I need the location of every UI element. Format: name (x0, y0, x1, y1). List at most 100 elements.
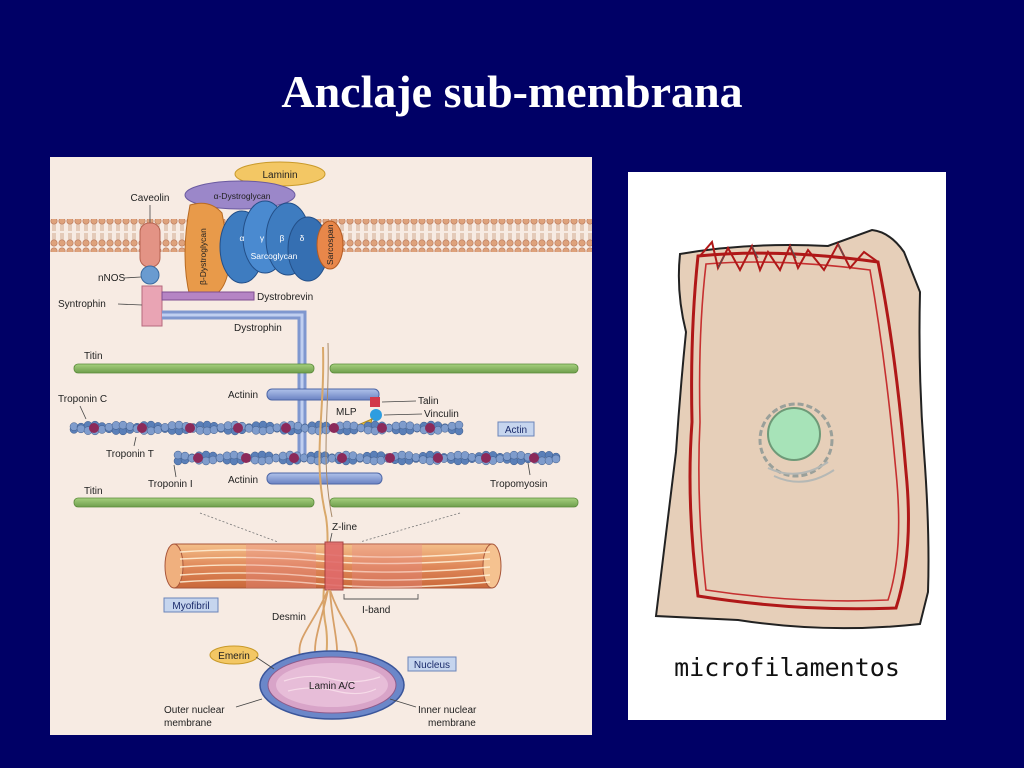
laminin-label: Laminin (262, 170, 297, 181)
syntrophin-shape (141, 285, 163, 327)
emerin-shape (209, 645, 259, 665)
troponin-complex (89, 423, 99, 433)
inner-nuclear-label-1: Inner nuclear (418, 705, 477, 716)
troponin-c-leader (79, 405, 87, 420)
actin-monomer (146, 426, 156, 436)
troponin-complex (193, 453, 203, 463)
titin-top-right (329, 363, 579, 374)
troponin-complex (425, 423, 435, 433)
actin-monomer (118, 420, 128, 430)
sarcospan-label: Sarcospan (325, 224, 335, 265)
tropomyosin-leader (527, 462, 531, 476)
actin-monomer (314, 426, 324, 436)
actin-monomer (502, 452, 512, 461)
sarcoglycan-beta-label: β (280, 233, 285, 243)
outer-nuclear-leader (235, 698, 263, 708)
slide-title: Anclaje sub-membrana (281, 66, 743, 117)
actin-monomer (299, 453, 309, 463)
actin-monomer (202, 426, 212, 436)
actin-monomer (257, 456, 267, 466)
microfilament-cell-figure: microfilamentos (628, 172, 946, 720)
actin-monomer (356, 423, 366, 433)
titin-top-label: Titin (84, 351, 103, 362)
actin-monomer (271, 453, 281, 463)
troponin-t-leader (133, 436, 137, 447)
myofibril-label-box (163, 597, 219, 613)
actin-monomer (229, 450, 239, 460)
myofibril-label: Myofibril (172, 601, 209, 612)
actin-monomer (174, 420, 184, 430)
inner-nuclear-label-2: membrane (428, 718, 476, 729)
actin-monomer (342, 420, 352, 430)
actin-monomer (222, 451, 232, 461)
troponin-i-label: Troponin I (148, 479, 193, 490)
actin-monomer (551, 454, 561, 464)
dystrobrevin-label: Dystrobrevin (257, 292, 313, 303)
alpha-dystroglycan-label: α-Dystroglycan (214, 191, 271, 201)
sarcospan-shape (316, 220, 344, 270)
sarcoglycan-complex (219, 200, 329, 284)
actin-monomer (349, 421, 359, 431)
microfilament-cell-svg: microfilamentos (654, 228, 930, 682)
nnos-label: nNOS (98, 273, 126, 284)
microfilament-cortex-inner (698, 261, 900, 602)
actin-monomer (454, 420, 464, 430)
dystrobrevin-shape (161, 291, 255, 301)
sarcoglycan-alpha-label: α (240, 233, 245, 243)
nucleus (767, 407, 821, 461)
dystrophin-rod-highlight (162, 313, 304, 457)
actin-monomer (363, 425, 373, 435)
tropomyosin-label: Tropomyosin (490, 479, 547, 490)
beta-dystroglycan-label: β-Dystroglycan (198, 228, 208, 285)
actin-monomer (544, 456, 554, 465)
actinin-bottom (266, 472, 383, 485)
myofibril (164, 541, 502, 591)
i-band-label: I-band (362, 605, 390, 616)
actin-monomer (447, 421, 457, 431)
lamina-fibers (283, 675, 381, 695)
actin-monomer (307, 425, 317, 435)
actin-monomer (278, 451, 288, 461)
talin-leader (381, 400, 417, 403)
actinin-top-label: Actinin (228, 390, 258, 401)
troponin-complex (289, 453, 299, 463)
actinin-bottom-label: Actinin (228, 475, 258, 486)
z-line-leader (329, 532, 333, 543)
sarcoglycan-label: Sarcoglycan (251, 251, 298, 261)
nnos-shape (140, 265, 160, 285)
talin-shape (370, 397, 380, 407)
projection-line-right (359, 512, 461, 543)
troponin-complex (385, 453, 395, 463)
troponin-complex (329, 423, 339, 433)
vinculin-label: Vinculin (424, 409, 459, 420)
actin-monomer (516, 451, 526, 460)
troponin-complex (433, 453, 443, 463)
troponin-complex (529, 453, 539, 463)
actin-monomer (208, 455, 218, 465)
actin-monomer (418, 455, 428, 464)
beta-dystroglycan-shape (184, 202, 231, 298)
syntrophin-leader (117, 303, 143, 306)
z-line-label: Z-line (332, 522, 357, 533)
troponin-complex (185, 423, 195, 433)
vinculin-shape (370, 409, 382, 421)
actin-monomer (306, 455, 316, 465)
nucleus-label-box (407, 656, 457, 672)
desmin-label: Desmin (272, 612, 306, 623)
outer-nuclear-label-1: Outer nuclear (164, 705, 225, 716)
emerin-leader (255, 656, 275, 670)
dystrophin-rod (162, 310, 307, 457)
nucleus-label: Nucleus (414, 660, 450, 671)
nnos-leader (123, 276, 142, 279)
actin-monomer (391, 421, 401, 431)
perinuclear-filaments (767, 461, 835, 483)
actin-monomer (173, 450, 183, 460)
troponin-complex (233, 423, 243, 433)
troponin-complex (481, 453, 491, 463)
troponin-complex (137, 423, 147, 433)
emerin-label: Emerin (218, 651, 250, 662)
troponin-c-label: Troponin C (58, 394, 107, 405)
actin-monomer (313, 456, 323, 466)
thin-filament-lower (173, 450, 561, 466)
actin-monomer (398, 420, 408, 430)
